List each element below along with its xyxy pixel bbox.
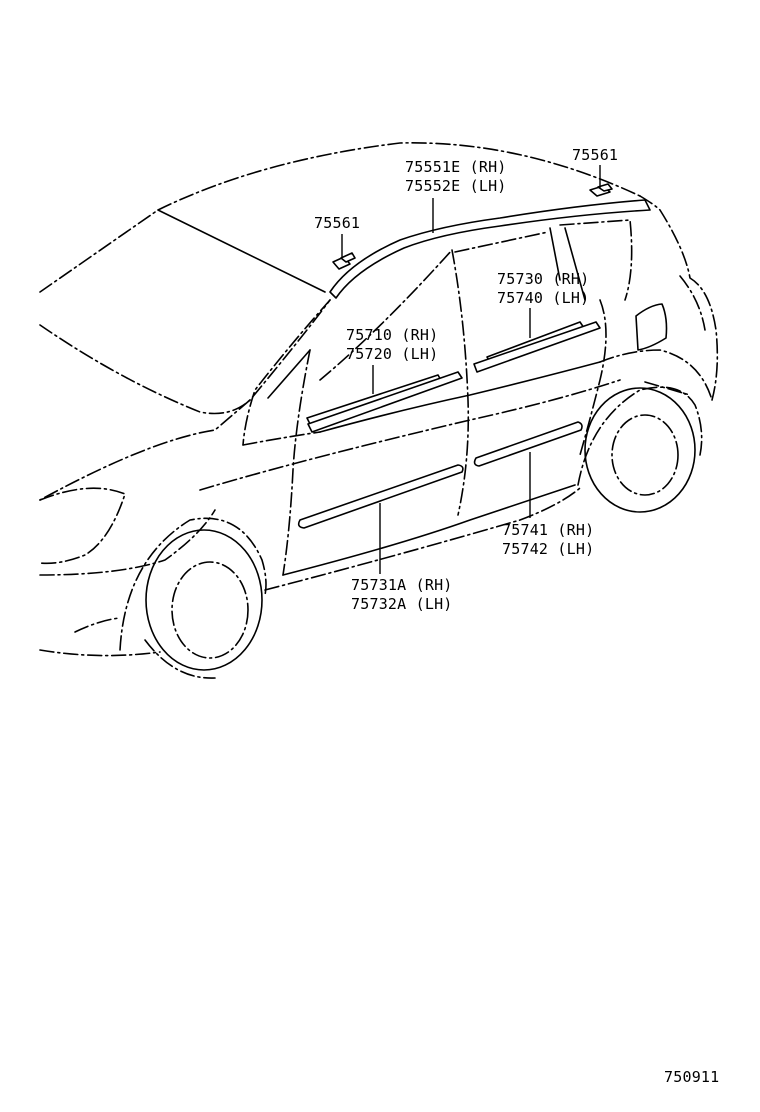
part-number-lh: 75742 (LH) <box>502 540 595 558</box>
callout-clip-front: 75561 <box>314 214 360 233</box>
leader-lines <box>341 165 601 574</box>
callout-roof-molding: 75551E (RH) 75552E (LH) <box>405 158 507 196</box>
part-number-lh: 75740 (LH) <box>497 289 590 307</box>
part-number-rh: 75710 (RH) <box>346 326 439 344</box>
callout-front-door-side: 75731A (RH) 75732A (LH) <box>351 576 453 614</box>
callout-front-door-belt: 75710 (RH) 75720 (LH) <box>346 326 438 364</box>
front-door-side-molding <box>297 464 464 529</box>
clip-front <box>332 252 356 270</box>
part-number-rh: 75730 (RH) <box>497 270 590 288</box>
part-number: 75561 <box>314 214 361 232</box>
callout-rear-door-side: 75741 (RH) 75742 (LH) <box>502 521 594 559</box>
part-number-rh: 75741 (RH) <box>502 521 595 539</box>
part-number: 75561 <box>572 146 619 164</box>
roof-molding <box>329 199 651 299</box>
part-number-lh: 75552E (LH) <box>405 177 507 195</box>
diagram-id: 750911 <box>664 1068 720 1086</box>
rear-door-side-molding <box>473 421 583 467</box>
rear-door-belt-molding <box>473 321 601 373</box>
clip-rear <box>589 183 613 197</box>
part-number-lh: 75720 (LH) <box>346 345 439 363</box>
part-number-lh: 75732A (LH) <box>351 595 453 613</box>
callout-rear-door-belt: 75730 (RH) 75740 (LH) <box>497 270 589 308</box>
car-body-outline <box>39 142 719 679</box>
part-number-rh: 75551E (RH) <box>405 158 507 176</box>
front-door-belt-molding <box>306 371 463 433</box>
callout-clip-rear: 75561 <box>572 146 618 165</box>
part-number-rh: 75731A (RH) <box>351 576 453 594</box>
